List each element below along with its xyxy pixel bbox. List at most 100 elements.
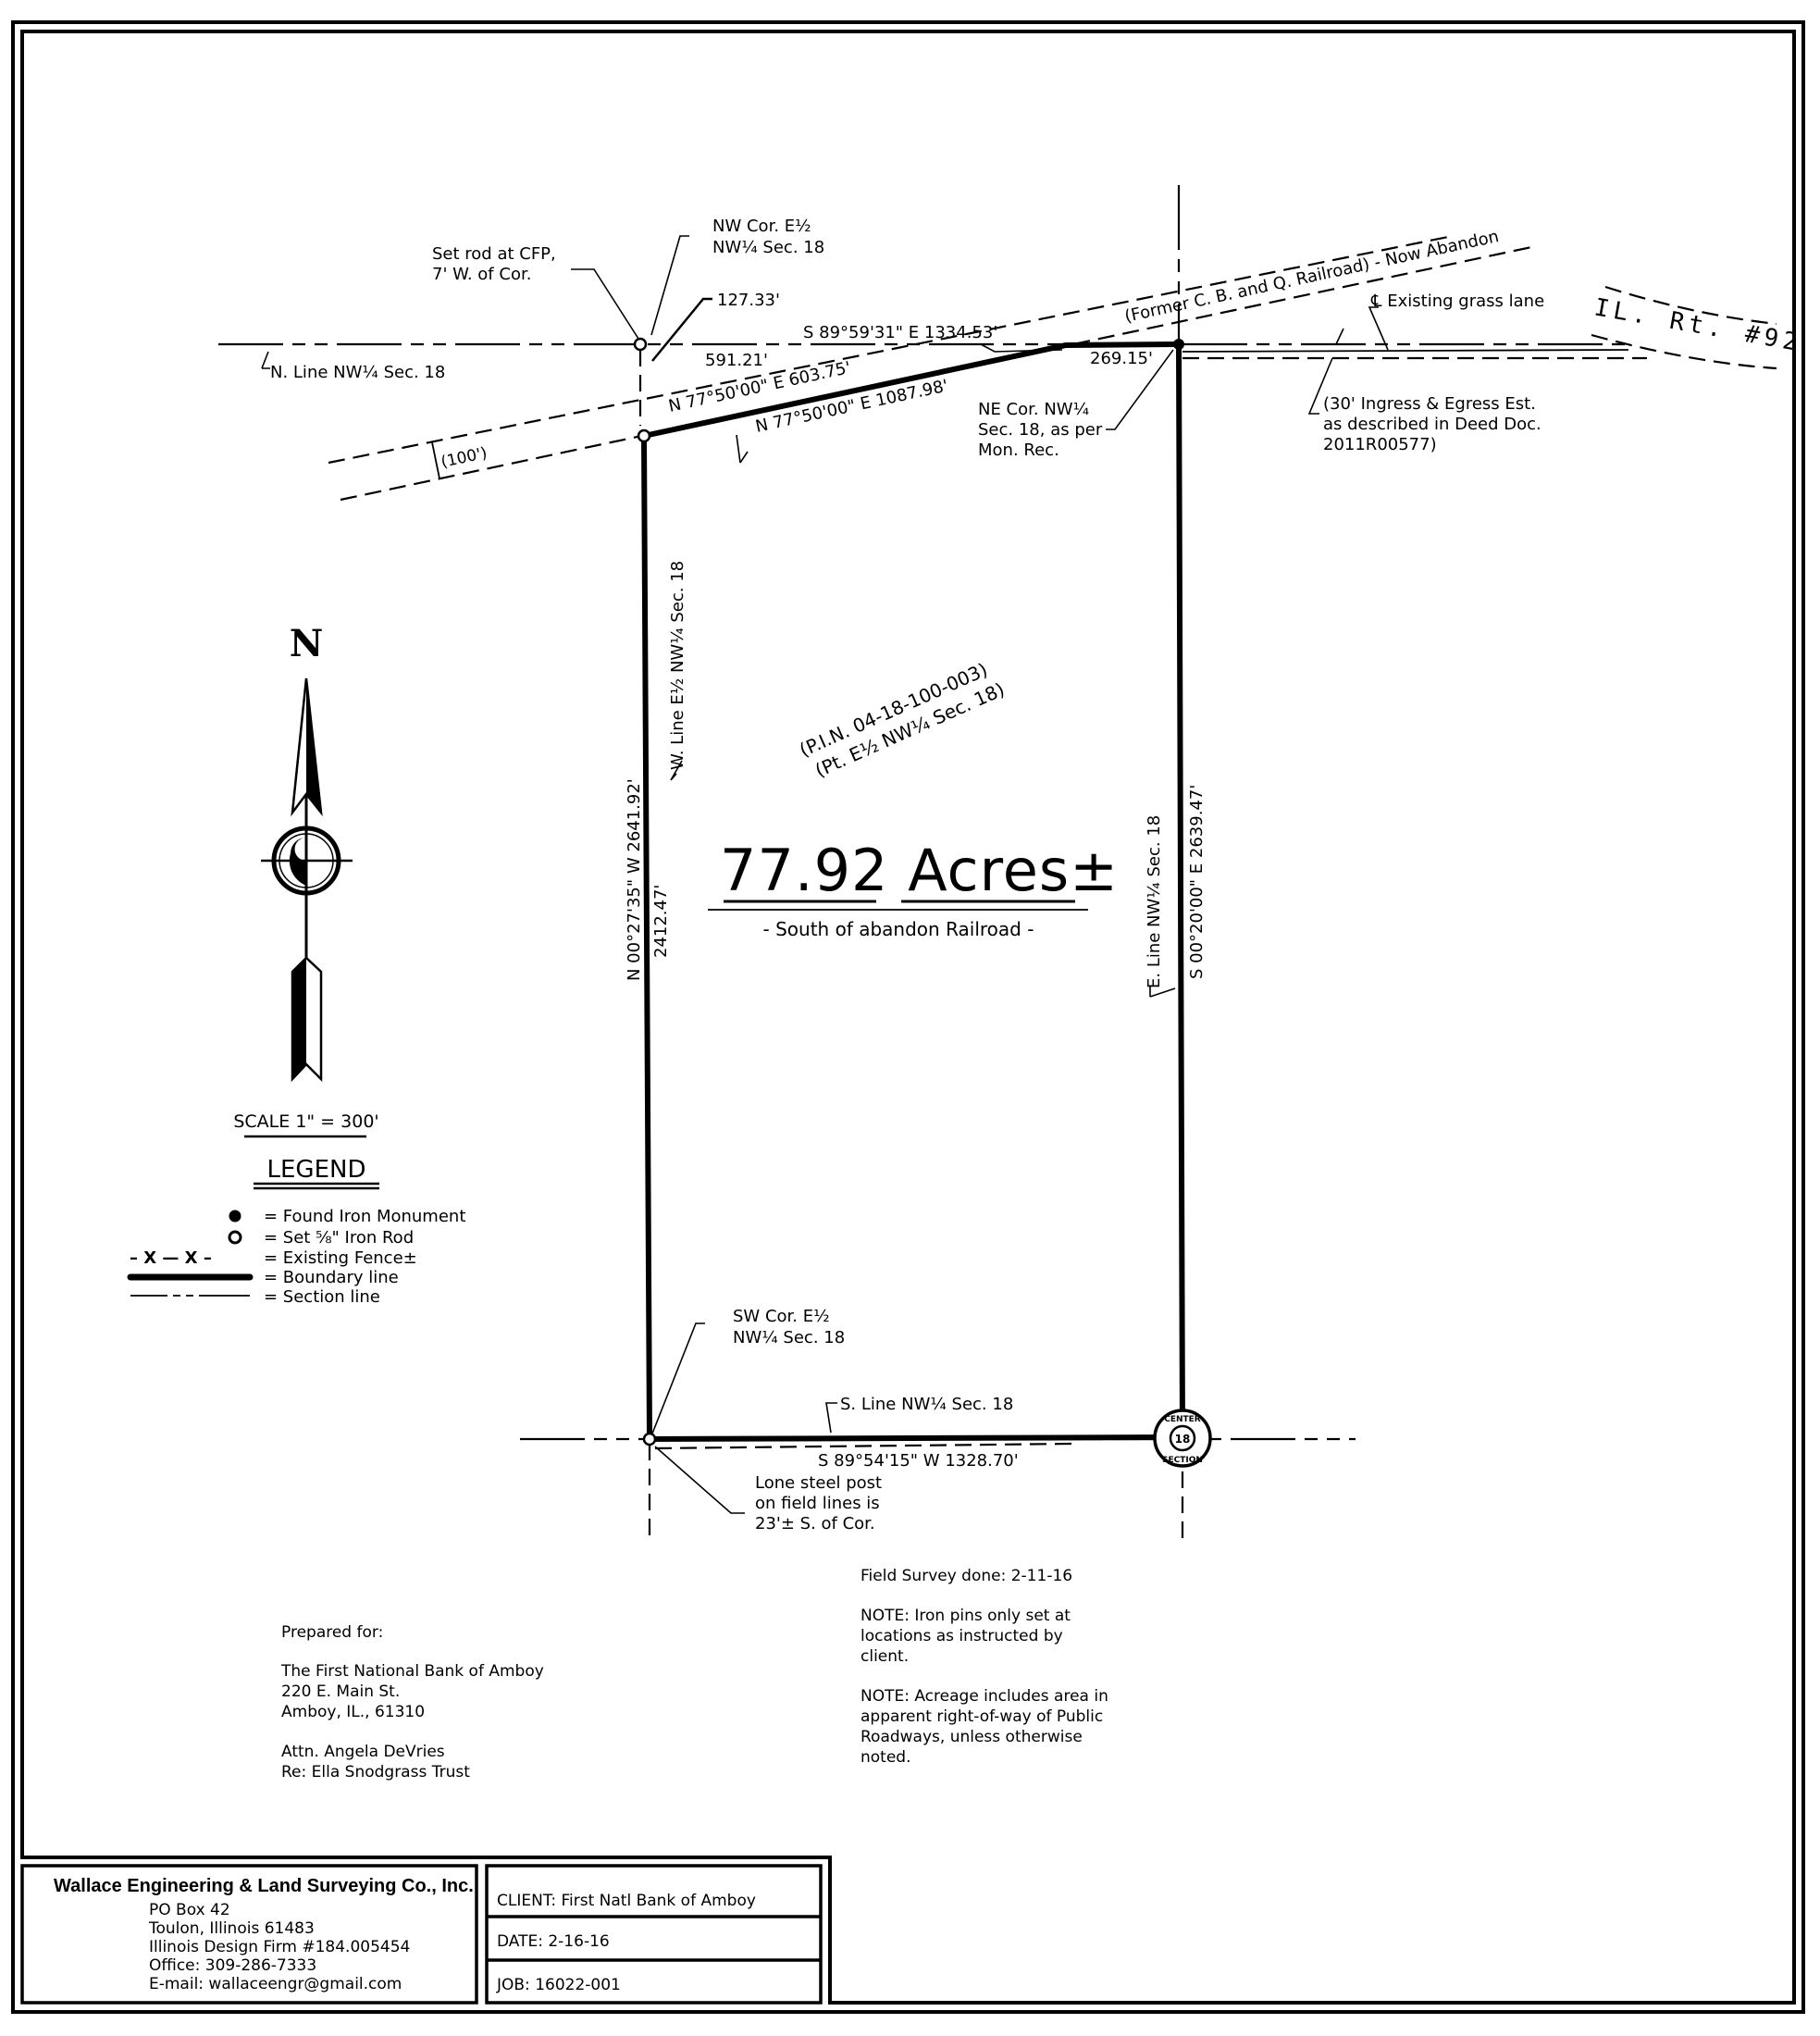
set-rod-legend-icon xyxy=(228,1230,242,1245)
set-rod-label-2: 7' W. of Cor. xyxy=(432,265,531,284)
parcel-boundary xyxy=(640,341,1186,1443)
north-line-leader xyxy=(261,351,270,369)
legend-label-set-rod: = Set ⅝" Iron Rod xyxy=(264,1228,414,1248)
sheet-frame xyxy=(11,20,1805,2014)
grass-lane-leader-b xyxy=(1368,306,1389,351)
easement-label-2: as described in Deed Doc. xyxy=(1323,415,1541,434)
compass-yin-icon xyxy=(289,838,306,886)
fence-legend-icon: – X — X – xyxy=(130,1248,212,1268)
north-label: N xyxy=(290,622,324,665)
firm-city: Toulon, Illinois 61483 xyxy=(148,1919,315,1938)
acreage-note: - South of abandon Railroad - xyxy=(763,918,1034,940)
scale-label: SCALE 1" = 300' xyxy=(233,1111,378,1132)
steel-post-label-1: Lone steel post xyxy=(755,1473,882,1493)
row-width-label: (100') xyxy=(440,444,489,472)
railroad-north-line xyxy=(328,234,1454,465)
east-bearing-label: S 00°20'00" E 2639.47' xyxy=(1187,785,1207,979)
set-rod-sw-icon xyxy=(642,1432,657,1446)
prepared-for: Prepared for: The First National Bank of… xyxy=(280,1623,544,1782)
found-monument-ne-icon xyxy=(1173,339,1184,350)
title-block: Wallace Engineering & Land Surveying Co.… xyxy=(20,1864,823,2005)
west-line-leader xyxy=(670,760,683,781)
firm-box xyxy=(20,1864,478,2005)
legend-label-boundary: = Boundary line xyxy=(264,1268,399,1287)
client-street: 220 E. Main St. xyxy=(281,1682,400,1701)
easement-leader xyxy=(1307,357,1333,415)
job-number: JOB: 16022-001 xyxy=(496,1976,621,1994)
ne-corner-label-1: NE Cor. NW¼ xyxy=(978,400,1089,419)
set-rod-nw-icon xyxy=(637,428,651,443)
nw-corner-leader xyxy=(650,235,689,336)
set-rod-label-1: Set rod at CFP, xyxy=(432,244,556,264)
fence-tie-line xyxy=(654,1442,1074,1450)
client-city: Amboy, IL., 61310 xyxy=(281,1703,425,1721)
notes: Field Survey done: 2-11-16 NOTE: Iron pi… xyxy=(860,1567,1108,1767)
legend-label-found-monument: = Found Iron Monument xyxy=(264,1207,465,1226)
row-width-dimension xyxy=(431,441,440,479)
boundary-1087-leader xyxy=(736,434,749,464)
leader-lines xyxy=(261,235,1389,1514)
ne-corner-leader xyxy=(1106,349,1174,430)
north-arrow-shade xyxy=(306,678,321,813)
north-line-bearing-label: S 89°59'31" E 1334.53' xyxy=(803,323,997,342)
firm-name: Wallace Engineering & Land Surveying Co.… xyxy=(54,1876,474,1896)
outer-border xyxy=(11,20,1805,2014)
grass-lane-leader-a xyxy=(1335,328,1344,345)
client-re: Re: Ella Snodgrass Trust xyxy=(281,1763,470,1782)
easement-label-1: (30' Ingress & Egress Est. xyxy=(1323,394,1536,414)
firm-design-number: Illinois Design Firm #184.005454 xyxy=(149,1938,410,1956)
legend: SCALE 1" = 300' LEGEND – X — X – = Found… xyxy=(127,1111,465,1307)
client-attn: Attn. Angela DeVries xyxy=(281,1743,445,1761)
nw-corner-label-1: NW Cor. E½ xyxy=(712,217,811,236)
north-arrow: N xyxy=(261,622,353,1083)
west-bearing-label: N 00°27'35" W 2641.92' xyxy=(625,778,644,981)
note1-line1: NOTE: Iron pins only set at xyxy=(860,1607,1071,1625)
south-line-leader xyxy=(825,1402,837,1434)
steel-post-label-2: on field lines is xyxy=(755,1494,880,1513)
nw-corner-label-2: NW¼ Sec. 18 xyxy=(712,238,824,257)
monuments: 18 CENTER SECTION xyxy=(633,337,1212,1468)
parcel-labels: (P.I.N. 04-18-100-003) (Pt. E½ NW¼ Sec. … xyxy=(708,658,1119,940)
field-survey-note: Field Survey done: 2-11-16 xyxy=(860,1567,1072,1585)
route-92-label: IL. Rt. #92 xyxy=(1592,293,1804,357)
west-line-label: W. Line E½ NW¼ Sec. 18 xyxy=(668,561,687,770)
prepared-for-heading: Prepared for: xyxy=(281,1623,383,1642)
job-info-box xyxy=(485,1864,823,2005)
ne-corner-label-3: Mon. Rec. xyxy=(978,441,1059,460)
firm-po-box: PO Box 42 xyxy=(149,1901,230,1919)
job-date: DATE: 2-16-16 xyxy=(497,1932,610,1951)
legend-label-fence: = Existing Fence± xyxy=(264,1248,417,1268)
legend-title: LEGEND xyxy=(267,1156,366,1184)
route-92-south-line xyxy=(1591,333,1777,370)
route-92-north-line xyxy=(1604,285,1777,326)
job-client: CLIENT: First Natl Bank of Amboy xyxy=(497,1892,756,1910)
legend-label-section: = Section line xyxy=(264,1287,380,1307)
client-name: The First National Bank of Amboy xyxy=(280,1662,544,1681)
center-section-monument-icon: 18 CENTER SECTION xyxy=(1153,1409,1212,1468)
firm-email: E-mail: wallaceengr@gmail.com xyxy=(149,1975,402,1993)
easement-label-3: 2011R00577) xyxy=(1323,435,1437,454)
boundary-line xyxy=(640,341,1186,1443)
south-bearing-label: S 89°54'15" W 1328.70' xyxy=(818,1451,1019,1471)
firm-phone: Office: 309-286-7333 xyxy=(149,1956,316,1975)
sw-corner-label-1: SW Cor. E½ xyxy=(733,1307,830,1326)
west-dist-label: 2412.47' xyxy=(651,885,671,958)
note2-line4: noted. xyxy=(860,1748,911,1767)
note2-line2: apparent right-of-way of Public xyxy=(860,1707,1103,1726)
note1-line2: locations as instructed by xyxy=(860,1627,1063,1645)
dist-1334-leader xyxy=(980,343,1063,353)
steel-post-leader xyxy=(654,1446,745,1514)
ne-corner-label-2: Sec. 18, as per xyxy=(978,420,1103,440)
east-line-leader xyxy=(1149,987,1176,998)
dist-269-label: 269.15' xyxy=(1090,349,1153,368)
note2-line3: Roadways, unless otherwise xyxy=(860,1728,1083,1746)
dist-127-leader xyxy=(651,297,712,362)
south-line-label: S. Line NW¼ Sec. 18 xyxy=(840,1395,1013,1414)
easement-lines xyxy=(1182,285,1777,370)
east-line-label: E. Line NW¼ Sec. 18 xyxy=(1145,815,1164,988)
sw-corner-leader xyxy=(651,1322,705,1434)
acreage-label: 77.92 Acres± xyxy=(720,837,1119,904)
center-monument-bottom: SECTION xyxy=(1162,1456,1203,1465)
set-rod-leader xyxy=(571,268,639,340)
